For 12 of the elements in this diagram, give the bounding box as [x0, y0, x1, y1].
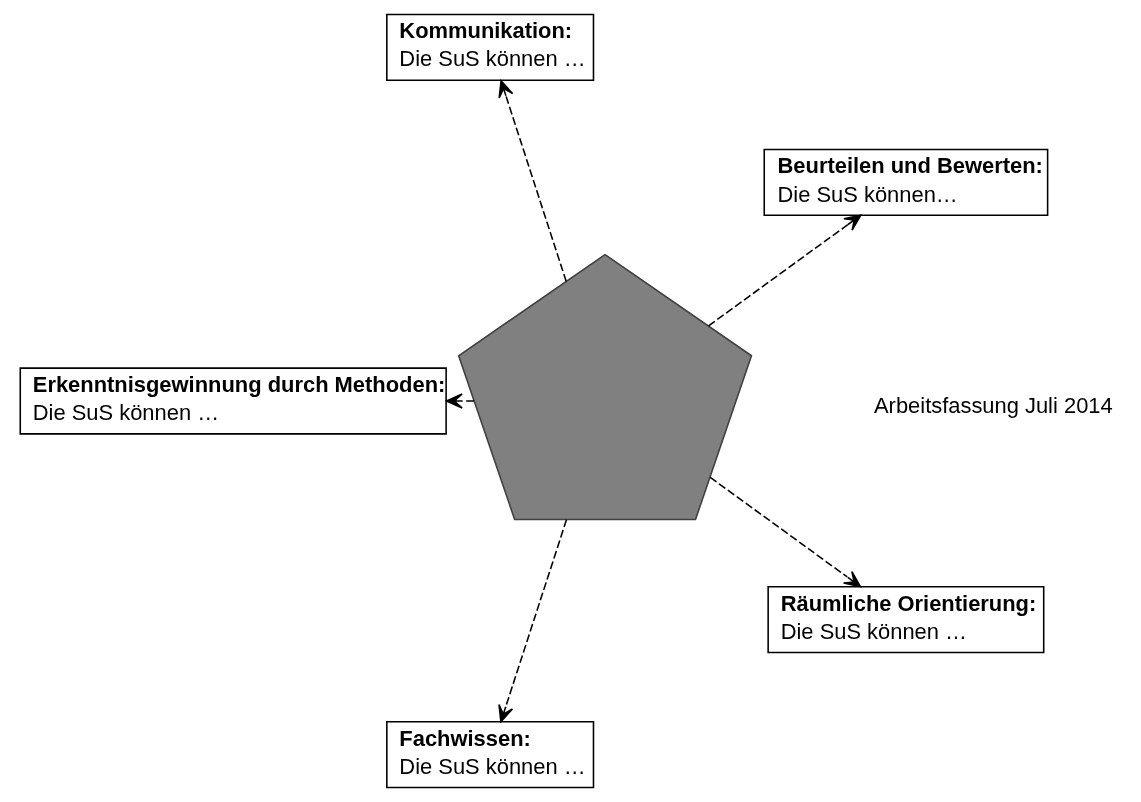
arrow	[709, 476, 861, 588]
node-box: Beurteilen und Bewerten: Die SuS können…	[762, 148, 1048, 217]
arrow	[445, 393, 475, 409]
arrow	[707, 214, 861, 327]
arrow	[497, 518, 567, 723]
node-box: Fachwissen: Die SuS können …	[385, 721, 594, 789]
node-pentagon	[457, 253, 752, 521]
arrow	[497, 80, 567, 283]
node-box: Räumliche Orientierung: Die SuS können …	[766, 585, 1044, 654]
node-box: Kommunikation: Die SuS können …	[385, 13, 594, 81]
node-box: Erkenntnisgewinnung durch Methoden: Die SuS können …	[18, 367, 447, 435]
label: Arbeitsfassung Juli 2014	[873, 393, 1113, 419]
